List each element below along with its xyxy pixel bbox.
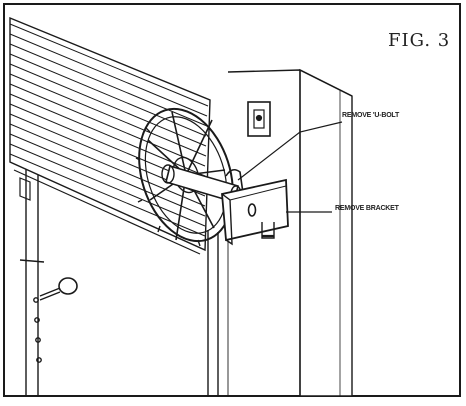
side-guide-rail — [19, 168, 45, 396]
drum-end-wheel — [135, 107, 234, 247]
callout-remove-bracket: REMOVE BRACKET — [335, 205, 399, 212]
callout-leaders — [237, 121, 343, 213]
door-frame-post — [207, 230, 229, 396]
u-bolt-leader — [237, 121, 343, 181]
figure-border — [3, 3, 461, 397]
light-switch — [247, 101, 271, 137]
mounting-bracket — [221, 178, 289, 246]
callout-remove-u-bolt: REMOVE 'U-BOLT — [342, 112, 400, 119]
roller-drum — [9, 16, 211, 255]
wall-pillar — [227, 68, 353, 397]
key-pin — [39, 277, 78, 301]
figure-label: FIG. 3 — [388, 30, 451, 51]
